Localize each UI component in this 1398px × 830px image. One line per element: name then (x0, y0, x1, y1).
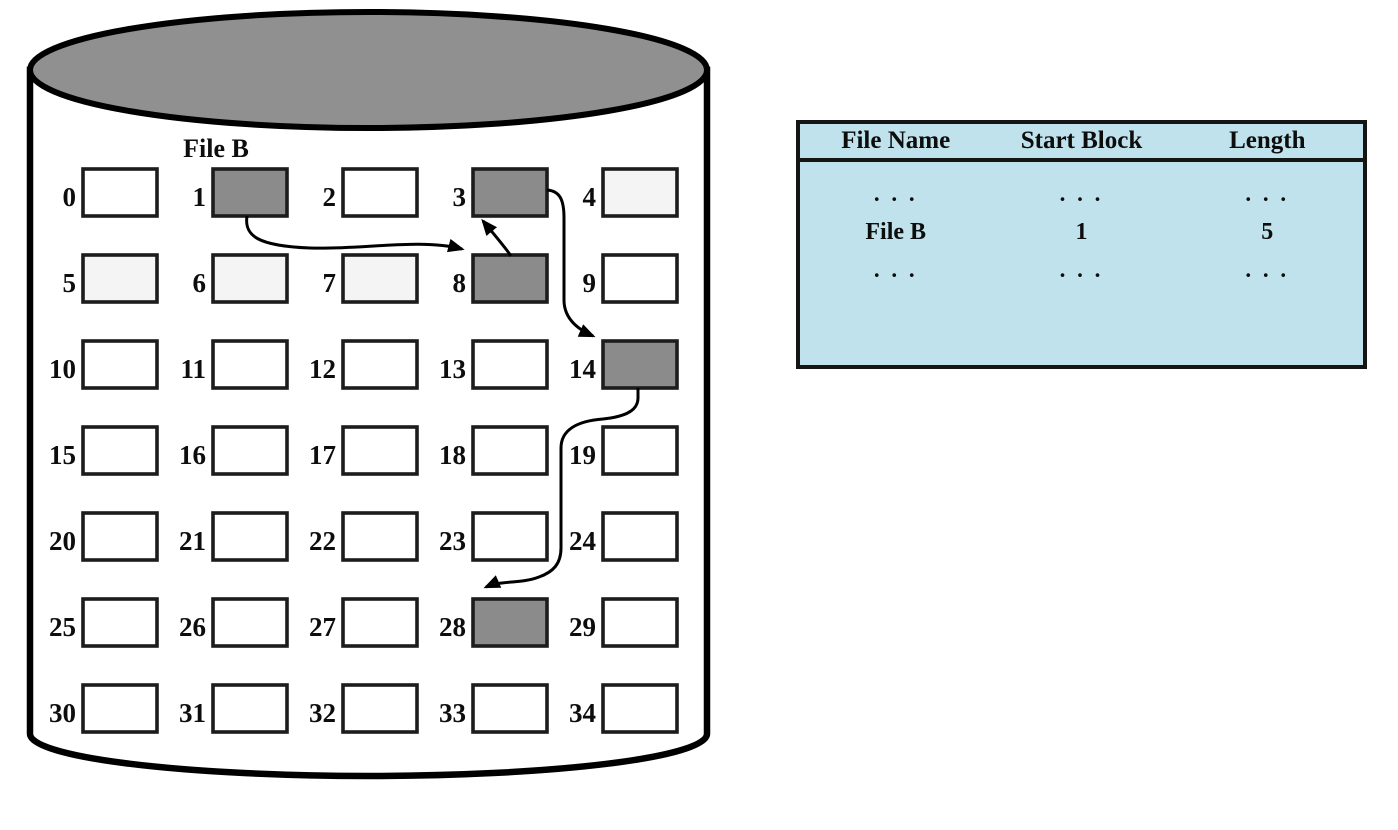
disk-block-30-number: 30 (49, 698, 76, 728)
arrow-block3-to-block14-icon (546, 188, 596, 338)
disk-block-21-number: 21 (179, 526, 206, 556)
disk-block-29 (601, 597, 679, 648)
disk-block-3 (471, 167, 549, 218)
disk-block-28 (471, 597, 549, 648)
disk-block-15 (81, 425, 159, 476)
disk-block-4 (601, 167, 679, 218)
allocation-table: File Name Start Block Length . . . . . .… (796, 120, 1367, 369)
disk-block-0 (81, 167, 159, 218)
disk-block-4-number: 4 (583, 182, 597, 212)
disk-block-18-number: 18 (439, 440, 466, 470)
disk-block-24 (601, 511, 679, 562)
arrow-block1-to-block8-icon (245, 215, 465, 253)
cell-ellipsis: . . . (1059, 181, 1104, 206)
disk-block-22 (341, 511, 419, 562)
disk-block-16-number: 16 (179, 440, 206, 470)
disk-block-9-number: 9 (583, 268, 597, 298)
disk-block-20-number: 20 (49, 526, 76, 556)
allocation-table-header: File Name Start Block Length (800, 124, 1363, 162)
disk-block-13-number: 13 (439, 354, 466, 384)
col-header-file-name: File Name (841, 127, 951, 154)
disk-block-30 (81, 683, 159, 734)
disk-block-9 (601, 253, 679, 304)
disk-block-16 (211, 425, 289, 476)
disk-block-32 (341, 683, 419, 734)
chain-arrows (245, 188, 640, 589)
disk-file-label: File B (183, 134, 249, 163)
disk-block-34-number: 34 (569, 698, 596, 728)
disk-block-6 (211, 253, 289, 304)
disk-block-5-number: 5 (63, 268, 77, 298)
disk-block-32-number: 32 (309, 698, 336, 728)
disk-cylinder-icon (26, 9, 711, 780)
disk-block-20 (81, 511, 159, 562)
disk-block-27-number: 27 (309, 612, 336, 642)
disk-block-23 (471, 511, 549, 562)
table-row-file-b: File B 1 5 (800, 213, 1363, 251)
col-header-start-block: Start Block (1020, 127, 1143, 154)
disk-block-17 (341, 425, 419, 476)
disk-block-12 (341, 339, 419, 390)
disk-block-19-number: 19 (569, 440, 596, 470)
disk-block-8 (471, 253, 549, 304)
disk-block-22-number: 22 (309, 526, 336, 556)
disk-block-1-number: 1 (193, 182, 207, 212)
disk-block-7 (341, 253, 419, 304)
disk-block-3-number: 3 (453, 182, 467, 212)
disk-block-26-number: 26 (179, 612, 206, 642)
disk-block-31-number: 31 (179, 698, 206, 728)
arrow-block14-to-block28-icon (483, 388, 640, 589)
disk-block-2 (341, 167, 419, 218)
disk-block-25-number: 25 (49, 612, 76, 642)
cell-ellipsis: . . . (873, 181, 918, 206)
disk-block-21 (211, 511, 289, 562)
table-row-ellipsis: . . . . . . . . . (800, 251, 1363, 289)
disk-block-28-number: 28 (439, 612, 466, 642)
disk-block-24-number: 24 (569, 526, 596, 556)
disk-block-19 (601, 425, 679, 476)
cell-ellipsis: . . . (1245, 181, 1290, 206)
disk-block-7-number: 7 (323, 268, 337, 298)
disk-block-34 (601, 683, 679, 734)
disk-block-33-number: 33 (439, 698, 466, 728)
cell-file-name: File B (865, 218, 927, 245)
disk-block-0-number: 0 (63, 182, 77, 212)
disk-block-2-number: 2 (323, 182, 337, 212)
disk-block-18 (471, 425, 549, 476)
disk-block-17-number: 17 (309, 440, 336, 470)
disk-block-26 (211, 597, 289, 648)
disk-block-25 (81, 597, 159, 648)
disk-block-23-number: 23 (439, 526, 466, 556)
disk-block-31 (211, 683, 289, 734)
cell-ellipsis: . . . (1245, 257, 1290, 282)
disk-block-6-number: 6 (193, 268, 207, 298)
cell-start-block: 1 (1075, 218, 1088, 245)
disk-block-14-number: 14 (569, 354, 596, 384)
cell-ellipsis: . . . (1059, 257, 1104, 282)
disk-block-15-number: 15 (49, 440, 76, 470)
disk-block-5 (81, 253, 159, 304)
col-header-length: Length (1229, 127, 1306, 154)
disk-block-13 (471, 339, 549, 390)
disk-block-1 (211, 167, 289, 218)
table-row-ellipsis: . . . . . . . . . (800, 175, 1363, 213)
cell-ellipsis: . . . (873, 257, 918, 282)
disk-block-8-number: 8 (453, 268, 467, 298)
disk-block-11 (211, 339, 289, 390)
disk-block-10 (81, 339, 159, 390)
disk-block-29-number: 29 (569, 612, 596, 642)
disk-block-14 (601, 339, 679, 390)
disk-block-11-number: 11 (180, 354, 206, 384)
disk-block-12-number: 12 (309, 354, 336, 384)
disk-block-27 (341, 597, 419, 648)
disk-block-33 (471, 683, 549, 734)
cell-length: 5 (1261, 218, 1274, 245)
disk-block-10-number: 10 (49, 354, 76, 384)
arrow-block8-to-block3-icon (481, 218, 513, 257)
disk-cylinder-top (27, 9, 710, 131)
